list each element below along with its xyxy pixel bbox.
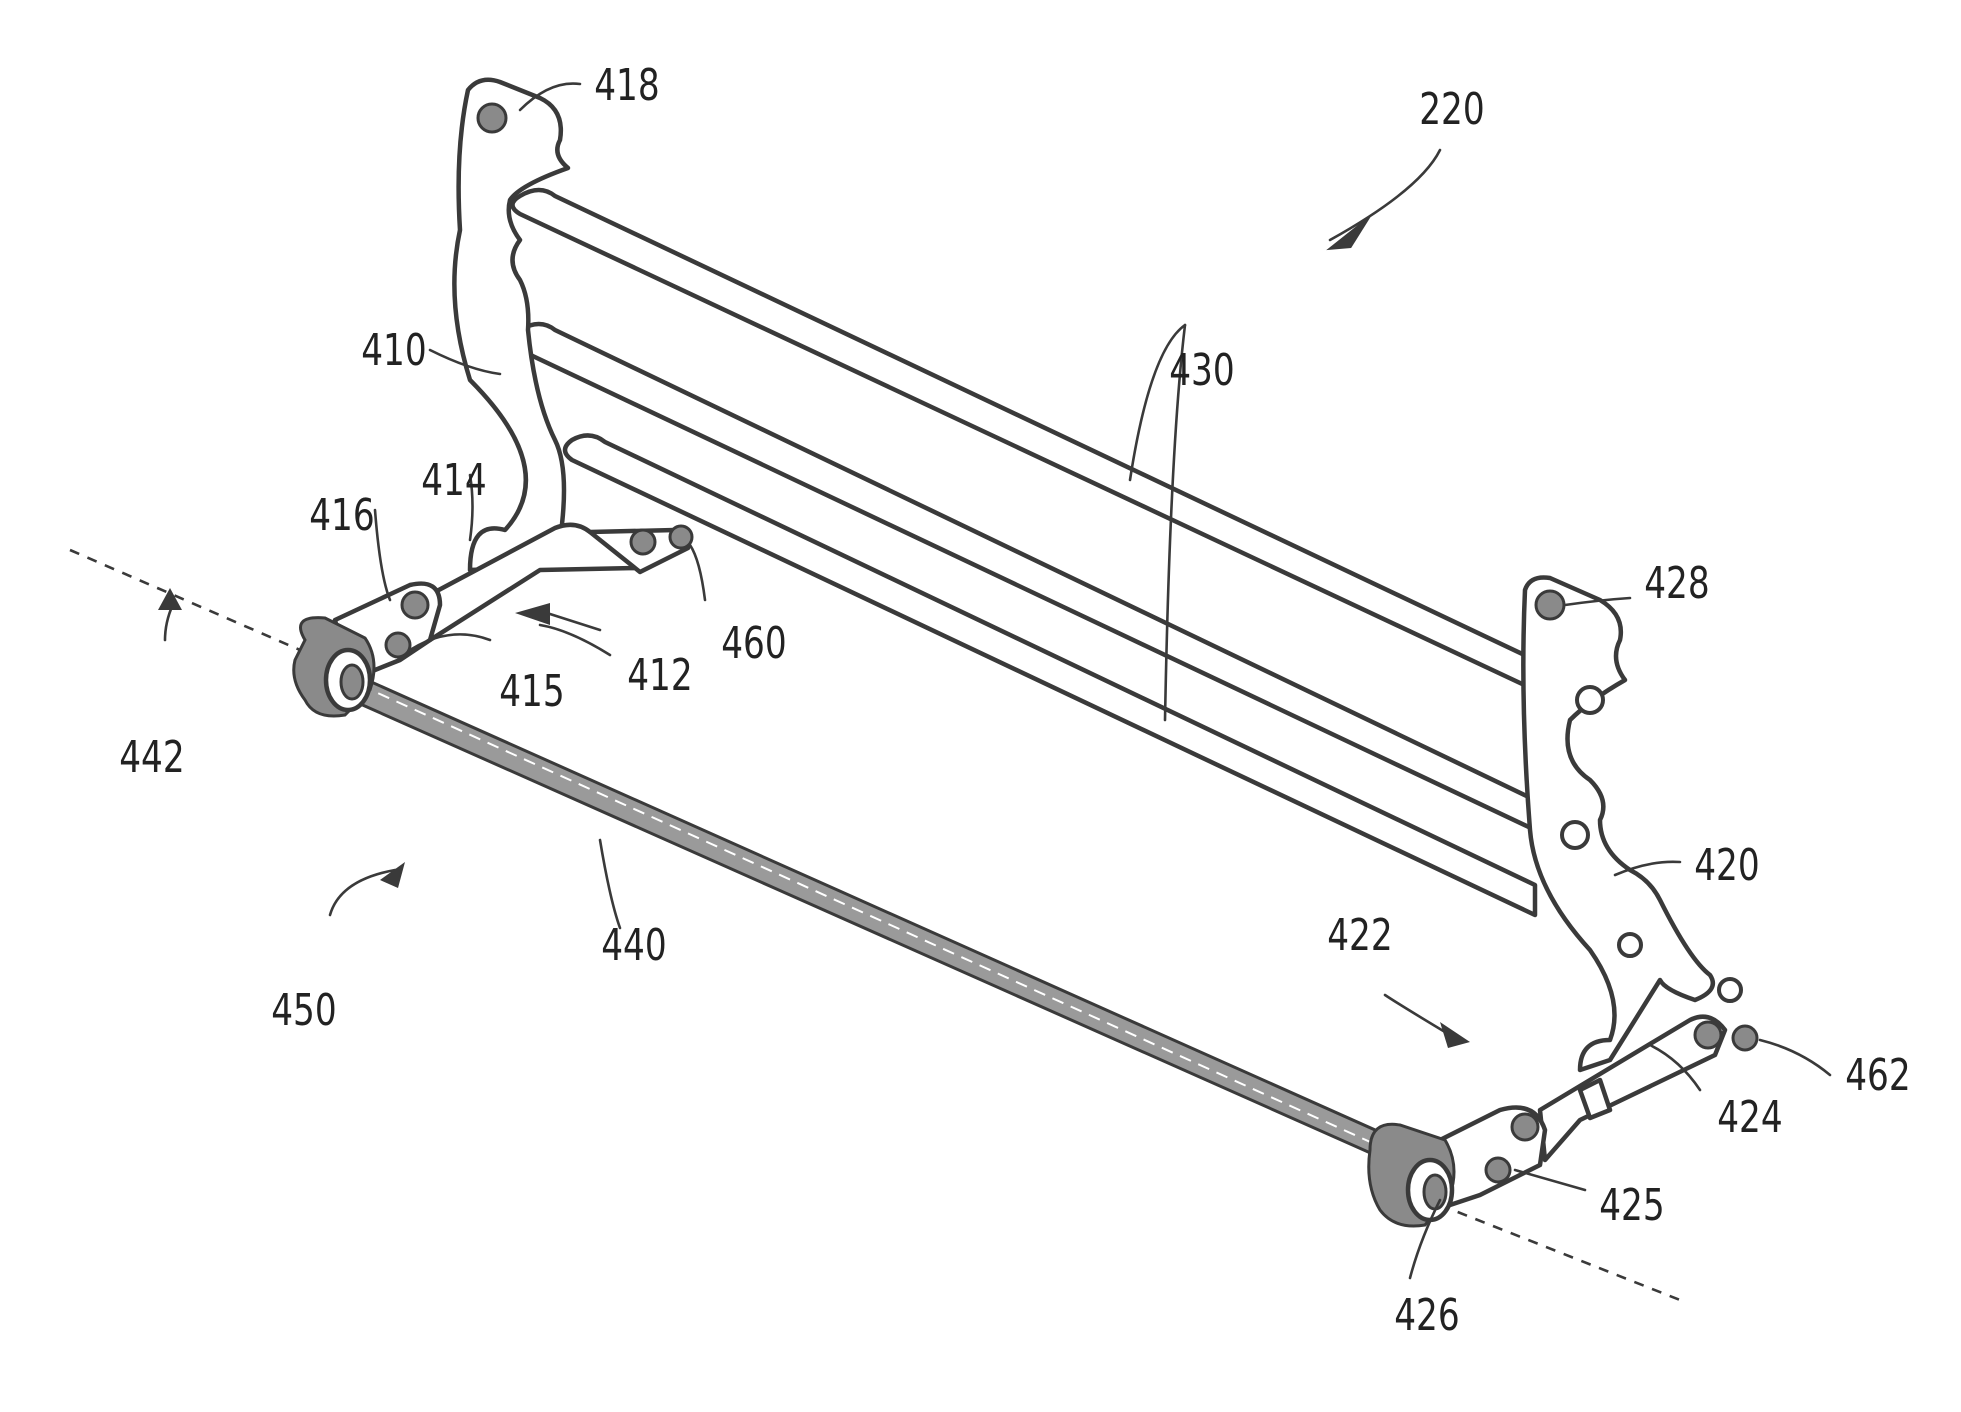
label-426: 426 — [1394, 1290, 1459, 1341]
label-416: 416 — [309, 490, 374, 541]
label-460: 460 — [721, 618, 786, 669]
label-414: 414 — [421, 455, 486, 506]
label-425: 425 — [1599, 1180, 1664, 1231]
label-450: 450 — [271, 985, 336, 1036]
second-shaft-hub — [1369, 1124, 1454, 1226]
torsion-shaft — [340, 668, 1420, 1175]
label-415: 415 — [499, 666, 564, 717]
cross-bar-top — [513, 190, 1536, 690]
label-430: 430 — [1169, 345, 1234, 396]
label-418: 418 — [594, 60, 659, 111]
label-440: 440 — [601, 920, 666, 971]
label-462: 462 — [1845, 1050, 1910, 1101]
label-422: 422 — [1327, 910, 1392, 961]
label-410: 410 — [361, 325, 426, 376]
label-412: 412 — [627, 650, 692, 701]
label-428: 428 — [1644, 558, 1709, 609]
label-420: 420 — [1694, 840, 1759, 891]
label-442: 442 — [119, 732, 184, 783]
second-side-bracket — [1523, 578, 1741, 1071]
first-link — [420, 525, 692, 640]
cross-bar-middle — [513, 324, 1536, 830]
label-424: 424 — [1717, 1092, 1782, 1143]
label-220: 220 — [1419, 84, 1484, 135]
